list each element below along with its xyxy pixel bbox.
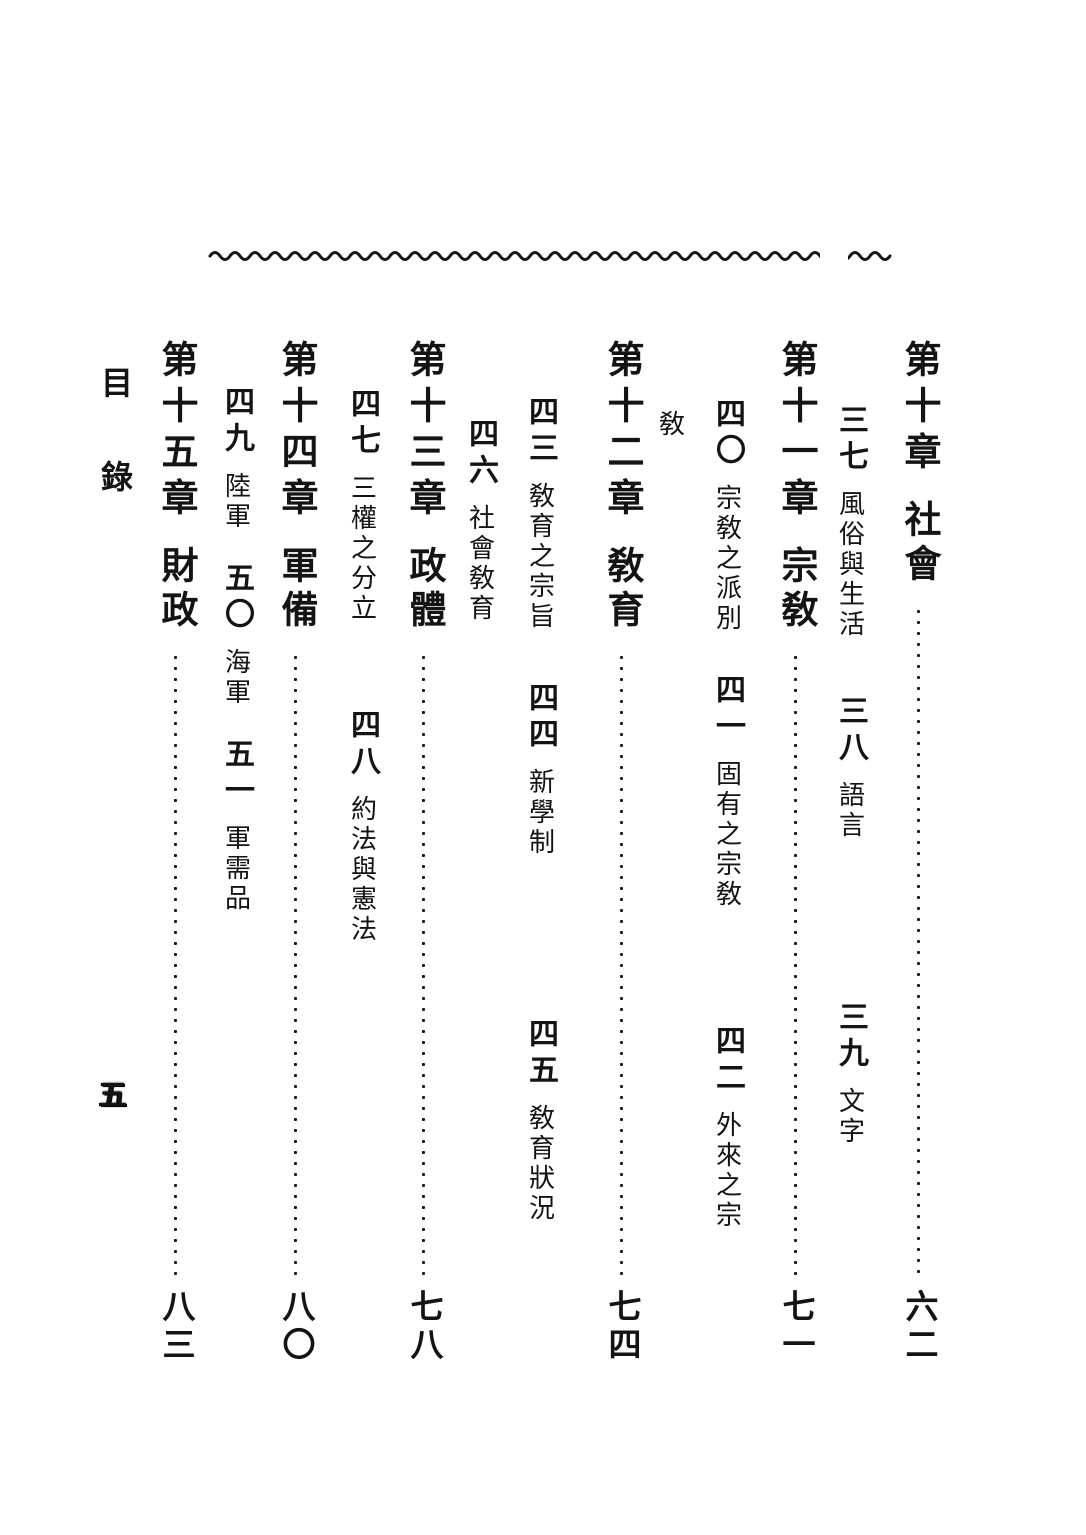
chapter-number: 第十二章 (601, 340, 642, 524)
section-number: 三八 (834, 695, 867, 767)
chapter-title: 社會 (898, 500, 939, 588)
section-number: 五一 (220, 738, 253, 810)
section-entry: 三八 語言 (828, 695, 872, 841)
dot-leader (420, 652, 426, 1275)
chapter-page-number: 七八 (405, 1289, 441, 1365)
section-entry: 四二 外來之宗 (705, 1025, 749, 1231)
section-entry: 三九 文字 (828, 1001, 872, 1147)
section-number: 四六 (464, 418, 497, 490)
dot-leader (915, 606, 921, 1275)
chapter-page-number: 六二 (900, 1289, 936, 1365)
section-label: 敎育狀況 (525, 1104, 555, 1224)
section-label: 社會敎育 (465, 504, 495, 624)
section-label: 宗敎之派別 (712, 484, 742, 634)
toc-section-overflow: 敎 (646, 410, 694, 440)
chapter-page-number: 八三 (157, 1289, 193, 1365)
section-entry: 五〇 海軍 (214, 562, 258, 708)
toc-header-label: 目錄 (97, 366, 133, 554)
dot-leader (292, 652, 298, 1275)
section-number: 三七 (834, 404, 867, 476)
section-number: 四五 (524, 1018, 557, 1090)
section-number: 四九 (220, 386, 253, 458)
section-label: 外來之宗 (712, 1111, 742, 1231)
section-label: 海軍 (221, 648, 251, 708)
toc-chapter-14: 第十四章 軍備 八〇 (270, 340, 320, 1365)
section-label: 約法與憲法 (347, 795, 377, 945)
toc-sections-ch12: 四三 敎育之宗旨 四四 新學制 四五 敎育狀況 (516, 396, 564, 1224)
chapter-number: 第十章 (898, 340, 939, 478)
toc-header: 目錄 (92, 366, 138, 554)
section-label: 語言 (835, 781, 865, 841)
chapter-number: 第十一章 (775, 340, 816, 524)
section-number: 四四 (524, 682, 557, 754)
chapter-title: 軍備 (275, 546, 316, 634)
toc-chapter-13: 第十三章 政體 七八 (398, 340, 448, 1365)
chapter-title: 宗敎 (775, 546, 816, 634)
section-label: 文字 (835, 1087, 865, 1147)
toc-sections-ch14: 四九 陸軍 五〇 海軍 五一 軍需品 (212, 386, 260, 914)
chapter-page-number: 七一 (777, 1289, 813, 1365)
section-label: 三權之分立 (347, 474, 377, 624)
section-entry: 四九 陸軍 (214, 386, 258, 532)
section-entry: 四三 敎育之宗旨 (518, 396, 562, 632)
section-label: 風俗與生活 (835, 490, 865, 640)
section-entry: 四六 社會敎育 (458, 418, 502, 624)
toc-sections-ch11: 四〇 宗敎之派別 四一 固有之宗敎 四二 外來之宗 (703, 398, 751, 1231)
chapter-page-number: 八〇 (277, 1289, 313, 1365)
chapter-number: 第十四章 (275, 340, 316, 524)
section-entry: 四五 敎育狀況 (518, 1018, 562, 1224)
wavy-divider (208, 247, 892, 265)
section-entry: 四七 三權之分立 (340, 388, 384, 624)
section-label: 新學制 (525, 768, 555, 858)
dot-leader (172, 652, 178, 1275)
section-label: 軍需品 (221, 824, 251, 914)
section-entry: 三七 風俗與生活 (828, 404, 872, 640)
section-number: 四一 (711, 674, 744, 746)
toc-sections-ch10: 三七 風俗與生活 三八 語言 三九 文字 (826, 404, 874, 1147)
section-number: 四八 (346, 709, 379, 781)
section-number: 四七 (346, 388, 379, 460)
section-label: 固有之宗敎 (712, 760, 742, 910)
folio-character: 五 (95, 1080, 126, 1108)
toc-chapter-15: 第十五章 財政 八三 (150, 340, 200, 1365)
section-number: 四三 (524, 396, 557, 468)
section-label: 敎育之宗旨 (525, 482, 555, 632)
toc-chapter-12: 第十二章 敎育 七四 (596, 340, 646, 1365)
folio-marker: 五 (90, 1080, 130, 1108)
toc-sections-ch13: 四七 三權之分立 四八 約法與憲法 (338, 388, 386, 945)
section-number: 三九 (834, 1001, 867, 1073)
section-entry: 四四 新學制 (518, 682, 562, 858)
section-entry: 四一 固有之宗敎 (705, 674, 749, 910)
chapter-page-number: 七四 (603, 1289, 639, 1365)
section-label: 陸軍 (221, 472, 251, 532)
section-entry: 五一 軍需品 (214, 738, 258, 914)
toc-chapter-11: 第十一章 宗敎 七一 (770, 340, 820, 1365)
section-entry: 四八 約法與憲法 (340, 709, 384, 945)
chapter-title: 敎育 (601, 546, 642, 634)
section-label-overflow: 敎 (655, 410, 685, 440)
chapter-title: 財政 (155, 546, 196, 634)
toc-sections-ch12b: 四六 社會敎育 (456, 418, 504, 624)
section-number: 五〇 (220, 562, 253, 634)
chapter-title: 政體 (403, 546, 444, 634)
chapter-number: 第十五章 (155, 340, 196, 524)
dot-leader (792, 652, 798, 1275)
dot-leader (618, 652, 624, 1275)
section-number: 四二 (711, 1025, 744, 1097)
toc-chapter-10: 第十章 社會 六二 (893, 340, 943, 1365)
section-entry: 四〇 宗敎之派別 (705, 398, 749, 634)
section-number: 四〇 (711, 398, 744, 470)
chapter-number: 第十三章 (403, 340, 444, 524)
